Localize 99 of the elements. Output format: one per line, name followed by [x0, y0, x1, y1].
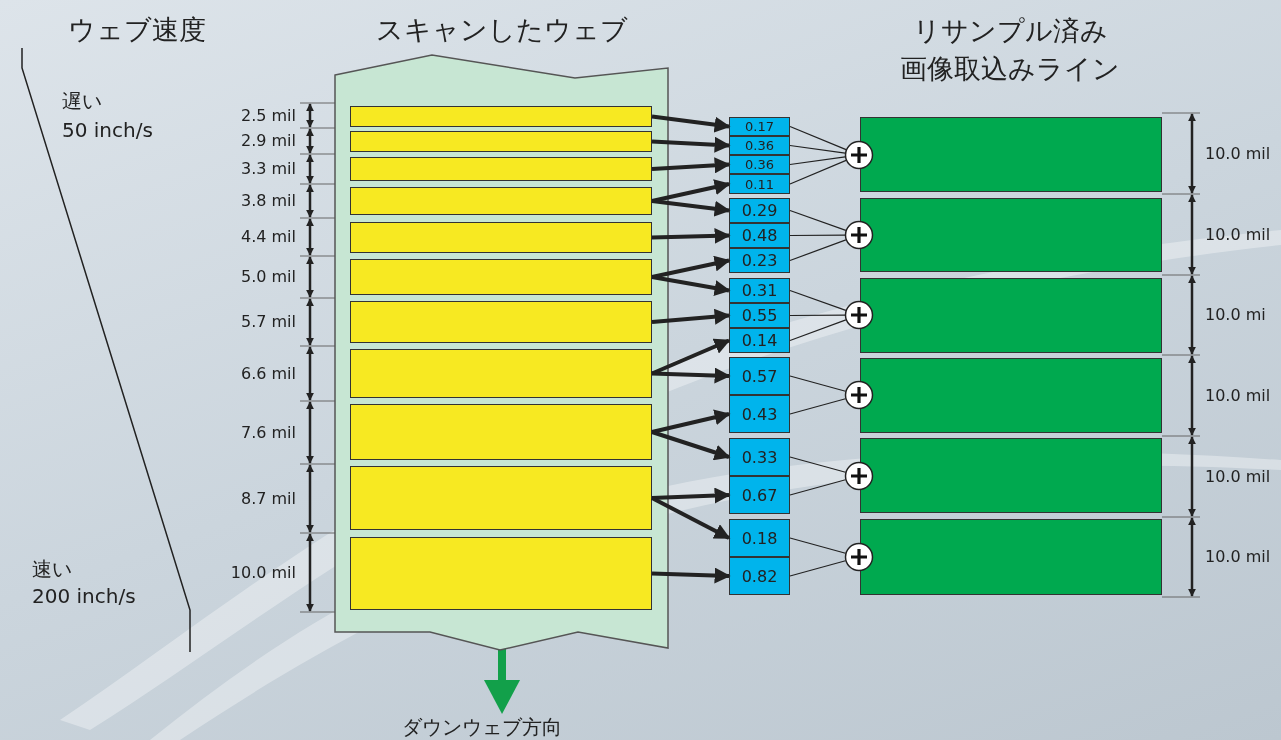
- connector-line: [789, 537, 847, 554]
- dimension-label: 2.5 mil: [241, 105, 296, 125]
- arrow: [651, 430, 731, 461]
- arrow: [651, 255, 731, 279]
- weight-value: 0.43: [741, 404, 778, 424]
- dimension-label: 10.0 mil: [1205, 547, 1271, 566]
- speed-value: 200 inch/s: [32, 584, 136, 608]
- connector-line: [789, 239, 847, 262]
- arrow: [651, 567, 731, 584]
- scan-strip: [350, 466, 652, 530]
- arrow: [651, 367, 731, 384]
- weight-value: 0.17: [745, 119, 774, 134]
- connector-line: [789, 156, 846, 166]
- value-box: [729, 155, 790, 174]
- value-box: [729, 223, 790, 248]
- weight-value: 0.11: [745, 176, 774, 192]
- dimension-label: 10.0 mil: [1205, 143, 1271, 163]
- scan-strip: [350, 187, 652, 215]
- arrow: [651, 136, 731, 153]
- value-box: [729, 117, 790, 136]
- weight-value: 0.48: [741, 226, 778, 245]
- heading: リサンプル済み画像取込みライン: [899, 14, 1121, 86]
- dimension-label: 10.0 mi: [1205, 305, 1266, 324]
- speed-label: 遅い: [62, 88, 102, 115]
- direction-label: ダウンウェブ方向: [402, 714, 562, 740]
- axis-title: ウェブ速度: [68, 13, 206, 47]
- weight-value: 0.36: [745, 157, 774, 172]
- value-box: [729, 476, 790, 514]
- arrow: [651, 199, 731, 217]
- scan-strip: [350, 106, 652, 127]
- connector-line: [789, 375, 847, 392]
- dimension-label: 4.4 mil: [241, 227, 296, 246]
- connector-line: [789, 144, 846, 154]
- arrow: [651, 157, 731, 174]
- value-box: [729, 198, 790, 223]
- weight-value: 0.33: [741, 447, 778, 467]
- scan-strip: [350, 157, 652, 181]
- dimension-label: 3.3 mil: [241, 159, 296, 178]
- scan-strip: [350, 259, 652, 295]
- scan-strip: [350, 349, 652, 398]
- weight-value: 0.82: [741, 566, 778, 586]
- value-box: [729, 174, 790, 194]
- connector-line: [789, 125, 847, 151]
- dimension-label: 10.0 mil: [1205, 385, 1271, 405]
- weight-value: 0.67: [741, 485, 778, 505]
- weight-value: 0.29: [741, 201, 778, 220]
- scan-strip: [350, 301, 652, 343]
- scan-strip: [350, 537, 652, 610]
- arrow: [651, 409, 731, 434]
- connector-line: [789, 289, 847, 311]
- arrow: [651, 179, 731, 203]
- arrow: [651, 114, 731, 133]
- weight-value: 0.36: [745, 138, 774, 153]
- dimension-label: 5.0 mil: [241, 267, 296, 286]
- value-box: [729, 248, 790, 273]
- value-box: [729, 328, 790, 353]
- connector-line: [789, 159, 847, 185]
- dimension-label: 3.8 mil: [241, 191, 296, 210]
- value-box: [729, 278, 790, 303]
- dimension-label: 10.0 mil: [1205, 224, 1271, 244]
- value-box: [729, 136, 790, 155]
- arrow: [651, 275, 731, 296]
- value-box: [729, 357, 790, 395]
- dimension-label: 8.7 mil: [241, 488, 296, 508]
- web-heading: スキャンしたウェブ: [374, 13, 629, 47]
- speed-label: 速い: [32, 556, 72, 583]
- value-box: [729, 557, 790, 595]
- arrow: [651, 487, 731, 504]
- dimension-label: 5.7 mil: [241, 312, 296, 331]
- arrow: [651, 496, 731, 540]
- arrow: [651, 308, 731, 325]
- scan-strip: [350, 404, 652, 460]
- connector-line: [789, 234, 846, 237]
- value-box: [729, 395, 790, 433]
- value-box: [729, 519, 790, 557]
- dimension-label: 2.9 mil: [241, 131, 296, 150]
- connector-line: [789, 456, 847, 473]
- connector-line: [789, 479, 847, 496]
- connector-line: [789, 314, 846, 317]
- speed-value: 50 inch/s: [62, 118, 153, 142]
- dimension-label: 7.6 mil: [241, 422, 296, 442]
- scan-strip: [350, 222, 652, 253]
- weight-value: 0.31: [741, 281, 778, 300]
- weight-value: 0.14: [741, 331, 778, 350]
- weight-value: 0.23: [741, 251, 778, 270]
- dimension-label: 6.6 mil: [241, 363, 296, 383]
- value-box: [729, 438, 790, 476]
- arrow: [651, 227, 731, 244]
- weight-value: 0.57: [741, 366, 778, 386]
- connector-line: [789, 319, 847, 342]
- value-box: [729, 303, 790, 328]
- connector-line: [789, 560, 847, 577]
- weight-value: 0.55: [741, 306, 778, 325]
- dimension-label: 10.0 mil: [1205, 466, 1271, 486]
- weight-value: 0.18: [741, 528, 778, 548]
- dimension-label: 10.0 mil: [230, 562, 296, 582]
- connector-line: [789, 398, 847, 415]
- connector-line: [789, 209, 847, 231]
- scan-strip: [350, 131, 652, 152]
